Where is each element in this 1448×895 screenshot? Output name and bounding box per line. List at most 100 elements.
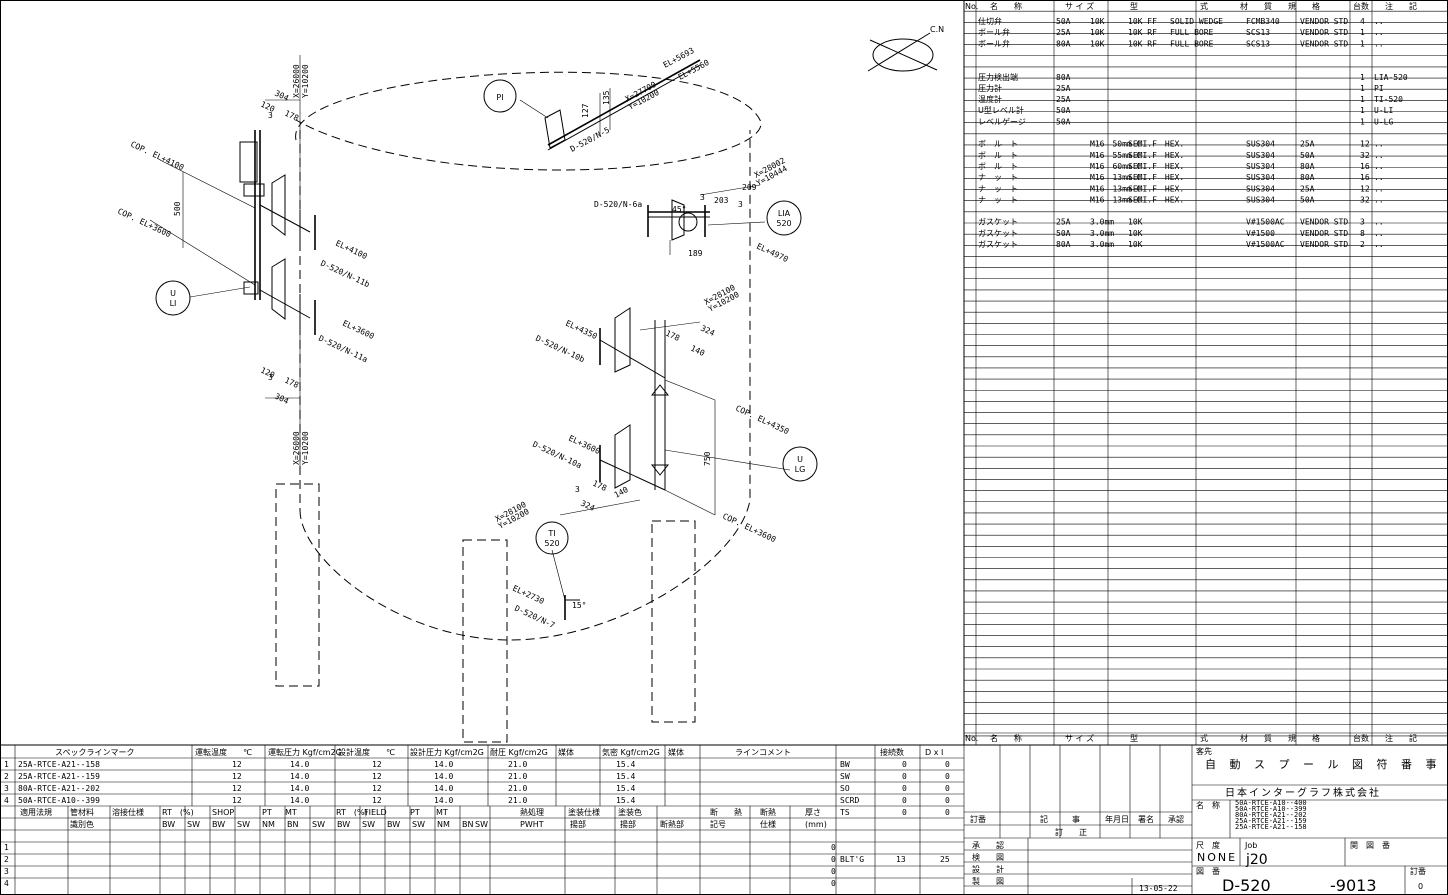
bom-cell: SUS304 [1246, 151, 1275, 160]
bom-cell: SUS304 [1246, 173, 1275, 182]
weld-dxi: 0 [945, 808, 950, 817]
bom-cell: 温度計 [978, 94, 1002, 104]
bom-cell: 3.0mm [1090, 218, 1114, 227]
bom-cell: .. [1374, 151, 1384, 160]
dwg-no-label: 図 番 [1196, 866, 1220, 876]
svg-text:EL+4350: EL+4350 [564, 319, 599, 341]
svg-text:D-520/N-11a: D-520/N-11a [317, 334, 369, 365]
op-temp: 12 [232, 796, 242, 805]
rev-label: 訂 正 [1055, 827, 1087, 837]
bom-cell: 32 [1360, 151, 1370, 160]
spec-header2-7: RT (%) [336, 808, 368, 817]
spec-header-5: 耐圧 Kgf/cm2G [490, 747, 548, 757]
bom-cell: U型レベル計 [978, 105, 1024, 115]
spec-header-1: 運転温度 ℃ [195, 747, 252, 757]
svg-text:U: U [170, 289, 176, 298]
bom-cell: ボ ル ト [978, 151, 1018, 160]
approve-label-3: 製 図 [972, 876, 1004, 886]
design-press: 14.0 [434, 784, 453, 793]
bom-cell: 10K FF [1128, 17, 1157, 26]
job-label: Job [1244, 841, 1257, 850]
weld-dxi: 0 [945, 796, 950, 805]
bom-cell: 32 [1360, 195, 1370, 204]
spec-row-no: 3 [4, 784, 9, 793]
svg-text:Y=10200: Y=10200 [301, 431, 310, 465]
bom-cell: .. [1374, 28, 1384, 37]
svg-text:520: 520 [776, 219, 791, 228]
design-temp: 12 [372, 784, 382, 793]
spec-header2-0: 適用法規 [20, 807, 52, 817]
blt-count-b: 25 [940, 855, 950, 864]
bom-cell: ボール弁 [978, 38, 1010, 48]
rev-header-0: 訂番 [970, 814, 986, 824]
spec-header3-20: 仕様 [760, 819, 776, 829]
svg-text:LG: LG [795, 465, 806, 474]
svg-text:COP. EL+3600: COP. EL+3600 [721, 512, 777, 545]
air-press: 15.4 [616, 784, 635, 793]
svg-text:COP. EL+4350: COP. EL+4350 [734, 404, 790, 437]
spec-header-6: 媒体 [558, 747, 574, 757]
weld-count: 0 [902, 796, 907, 805]
bom-cell: 12 [1360, 184, 1370, 193]
bom-cell: .. [1374, 218, 1384, 227]
svg-text:EL+4100: EL+4100 [334, 239, 369, 261]
bom-footer-header-4: 式 [1200, 733, 1208, 743]
svg-text:189: 189 [688, 249, 703, 258]
spec-line-mark: 25A-RTCE-A21--158 [18, 760, 100, 769]
svg-text:750: 750 [703, 451, 712, 466]
svg-text:304: 304 [273, 392, 290, 406]
bom-footer-header-6: 台数 [1353, 733, 1369, 743]
bom-cell: M16 13mm C [1090, 184, 1142, 193]
spec-header3-19: 記号 [710, 819, 726, 829]
bom-cell: 80A [1300, 173, 1315, 182]
spec-header3-15: PWHT [520, 820, 544, 829]
bom-cell: ボ ル ト [978, 140, 1018, 149]
approve-label-1: 検 図 [972, 852, 1004, 862]
spec-header-3: 設計温度 ℃ [338, 747, 395, 757]
bom-cell: ボール弁 [978, 27, 1010, 37]
weld-header-1: 接続数 [880, 747, 904, 757]
bom-cell: SUS304 [1246, 140, 1275, 149]
bom-cell: .. [1374, 39, 1384, 48]
op-press: 14.0 [290, 772, 309, 781]
spec-header3-0: 識別色 [70, 819, 94, 829]
bom-cell: 4 [1360, 17, 1365, 26]
line-no-5: 25A-RTCE-A21--158 [1235, 823, 1307, 831]
op-temp: 12 [232, 760, 242, 769]
bom-cell: 3.0mm [1090, 229, 1114, 238]
op-press: 14.0 [290, 784, 309, 793]
bom-cell: M16 13mm C [1090, 195, 1142, 204]
svg-text:178: 178 [664, 329, 681, 343]
bom-cell: VENDOR STD [1300, 229, 1348, 238]
bom-cell: ナ ッ ト [978, 195, 1018, 204]
weld-type: SCRD [840, 796, 859, 805]
design-press: 14.0 [434, 760, 453, 769]
svg-text:135: 135 [602, 90, 611, 105]
issue-date: 13-05-22 [1139, 884, 1178, 893]
svg-text:140: 140 [689, 344, 706, 358]
svg-text:PI: PI [496, 93, 503, 102]
weld-type: BW [840, 760, 850, 769]
spec-header-2: 運転圧力 Kgf/cm2G [268, 747, 342, 757]
air-press: 15.4 [616, 796, 635, 805]
title-block: 客先 自 動 ス プ ー ル 図 符 番 事 例 日本インターグラフ株式会社 名… [964, 745, 1448, 895]
svg-text:203: 203 [714, 196, 729, 205]
spec-header3-18: 断熱部 [660, 819, 684, 829]
spec-bottom-zero: 0 [831, 879, 836, 888]
op-press: 14.0 [290, 796, 309, 805]
rev-header-4: 承認 [1168, 814, 1184, 824]
hydro-press: 21.0 [508, 784, 527, 793]
bom-cell: 80A [1056, 73, 1071, 82]
rev-header-2: 年月日 [1105, 814, 1129, 824]
spec-bottom-no: 3 [4, 867, 9, 876]
company-name: 日本インターグラフ株式会社 [1225, 786, 1381, 799]
spec-header3-16: 揚部 [570, 819, 586, 829]
spec-header3-11: SW [412, 820, 425, 829]
blt-count-a: 13 [896, 855, 906, 864]
svg-text:D-520/N-10b: D-520/N-10b [534, 334, 586, 365]
bom-cell: .. [1374, 140, 1384, 149]
svg-text:LIA: LIA [778, 209, 791, 218]
bom-cell: SEMI.F HEX. [1128, 173, 1184, 182]
